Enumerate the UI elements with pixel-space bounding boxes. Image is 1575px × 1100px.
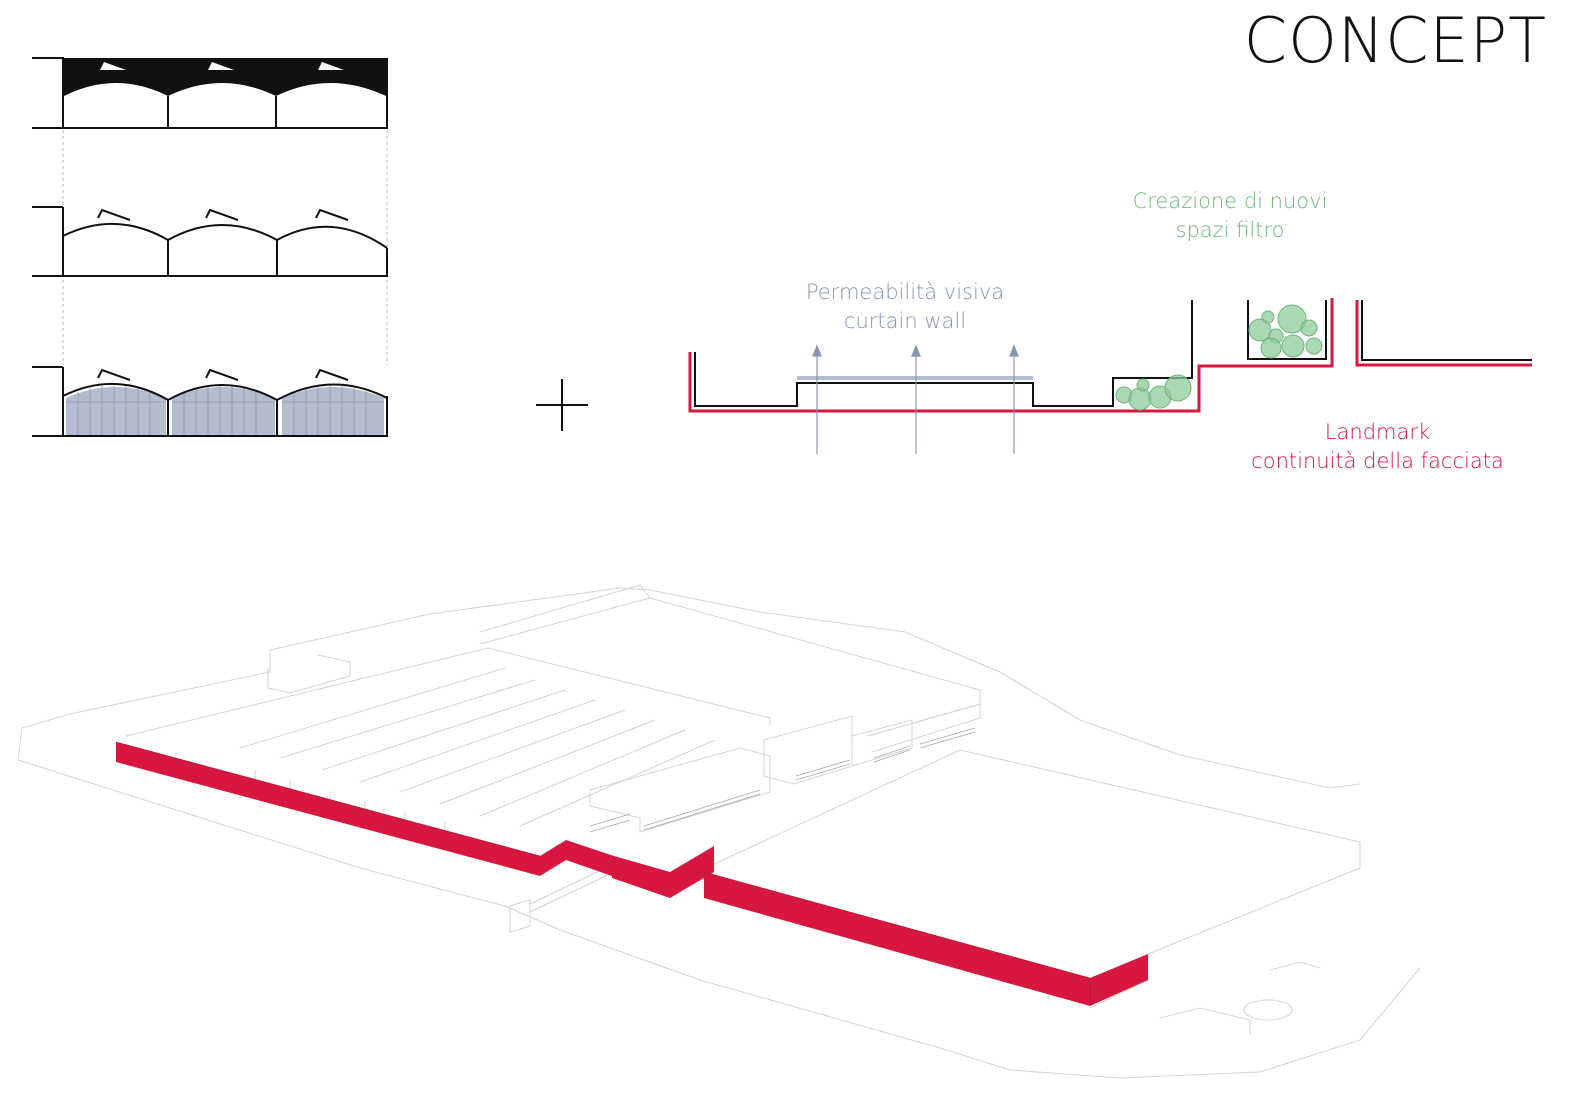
section-guides [62, 130, 388, 365]
roof-section-2 [32, 206, 388, 277]
page-title: CONCEPT [1243, 4, 1547, 77]
curtain-wall-strip [797, 376, 1033, 380]
label-permeability-line1: Permeabilità visiva [805, 280, 1005, 304]
red-facade-ribbon-lines [115, 741, 1091, 1006]
view-arrows [812, 344, 1019, 454]
label-filter-line2: spazi filtro [1175, 218, 1285, 242]
axonometric-site [17, 584, 1421, 1079]
label-landmark: Landmark continuità della facciata [1230, 418, 1525, 476]
label-filter-spaces: Creazione di nuovi spazi filtro [1095, 187, 1365, 245]
facade-red-line [688, 298, 1334, 413]
label-filter-line1: Creazione di nuovi [1132, 189, 1328, 213]
label-landmark-line2: continuità della facciata [1251, 449, 1504, 473]
green-filter-space-1 [1115, 374, 1192, 411]
label-permeability: Permeabilità visiva curtain wall [780, 278, 1030, 336]
roof-section-3 [32, 366, 388, 437]
green-filter-space-2 [1248, 304, 1323, 359]
plan-scheme [688, 298, 1532, 454]
label-landmark-line1: Landmark [1324, 420, 1431, 444]
label-permeability-line2: curtain wall [843, 309, 967, 333]
roof-section-1 [32, 57, 388, 129]
plus-icon [536, 379, 588, 431]
red-facade-ribbon [116, 742, 1148, 1006]
